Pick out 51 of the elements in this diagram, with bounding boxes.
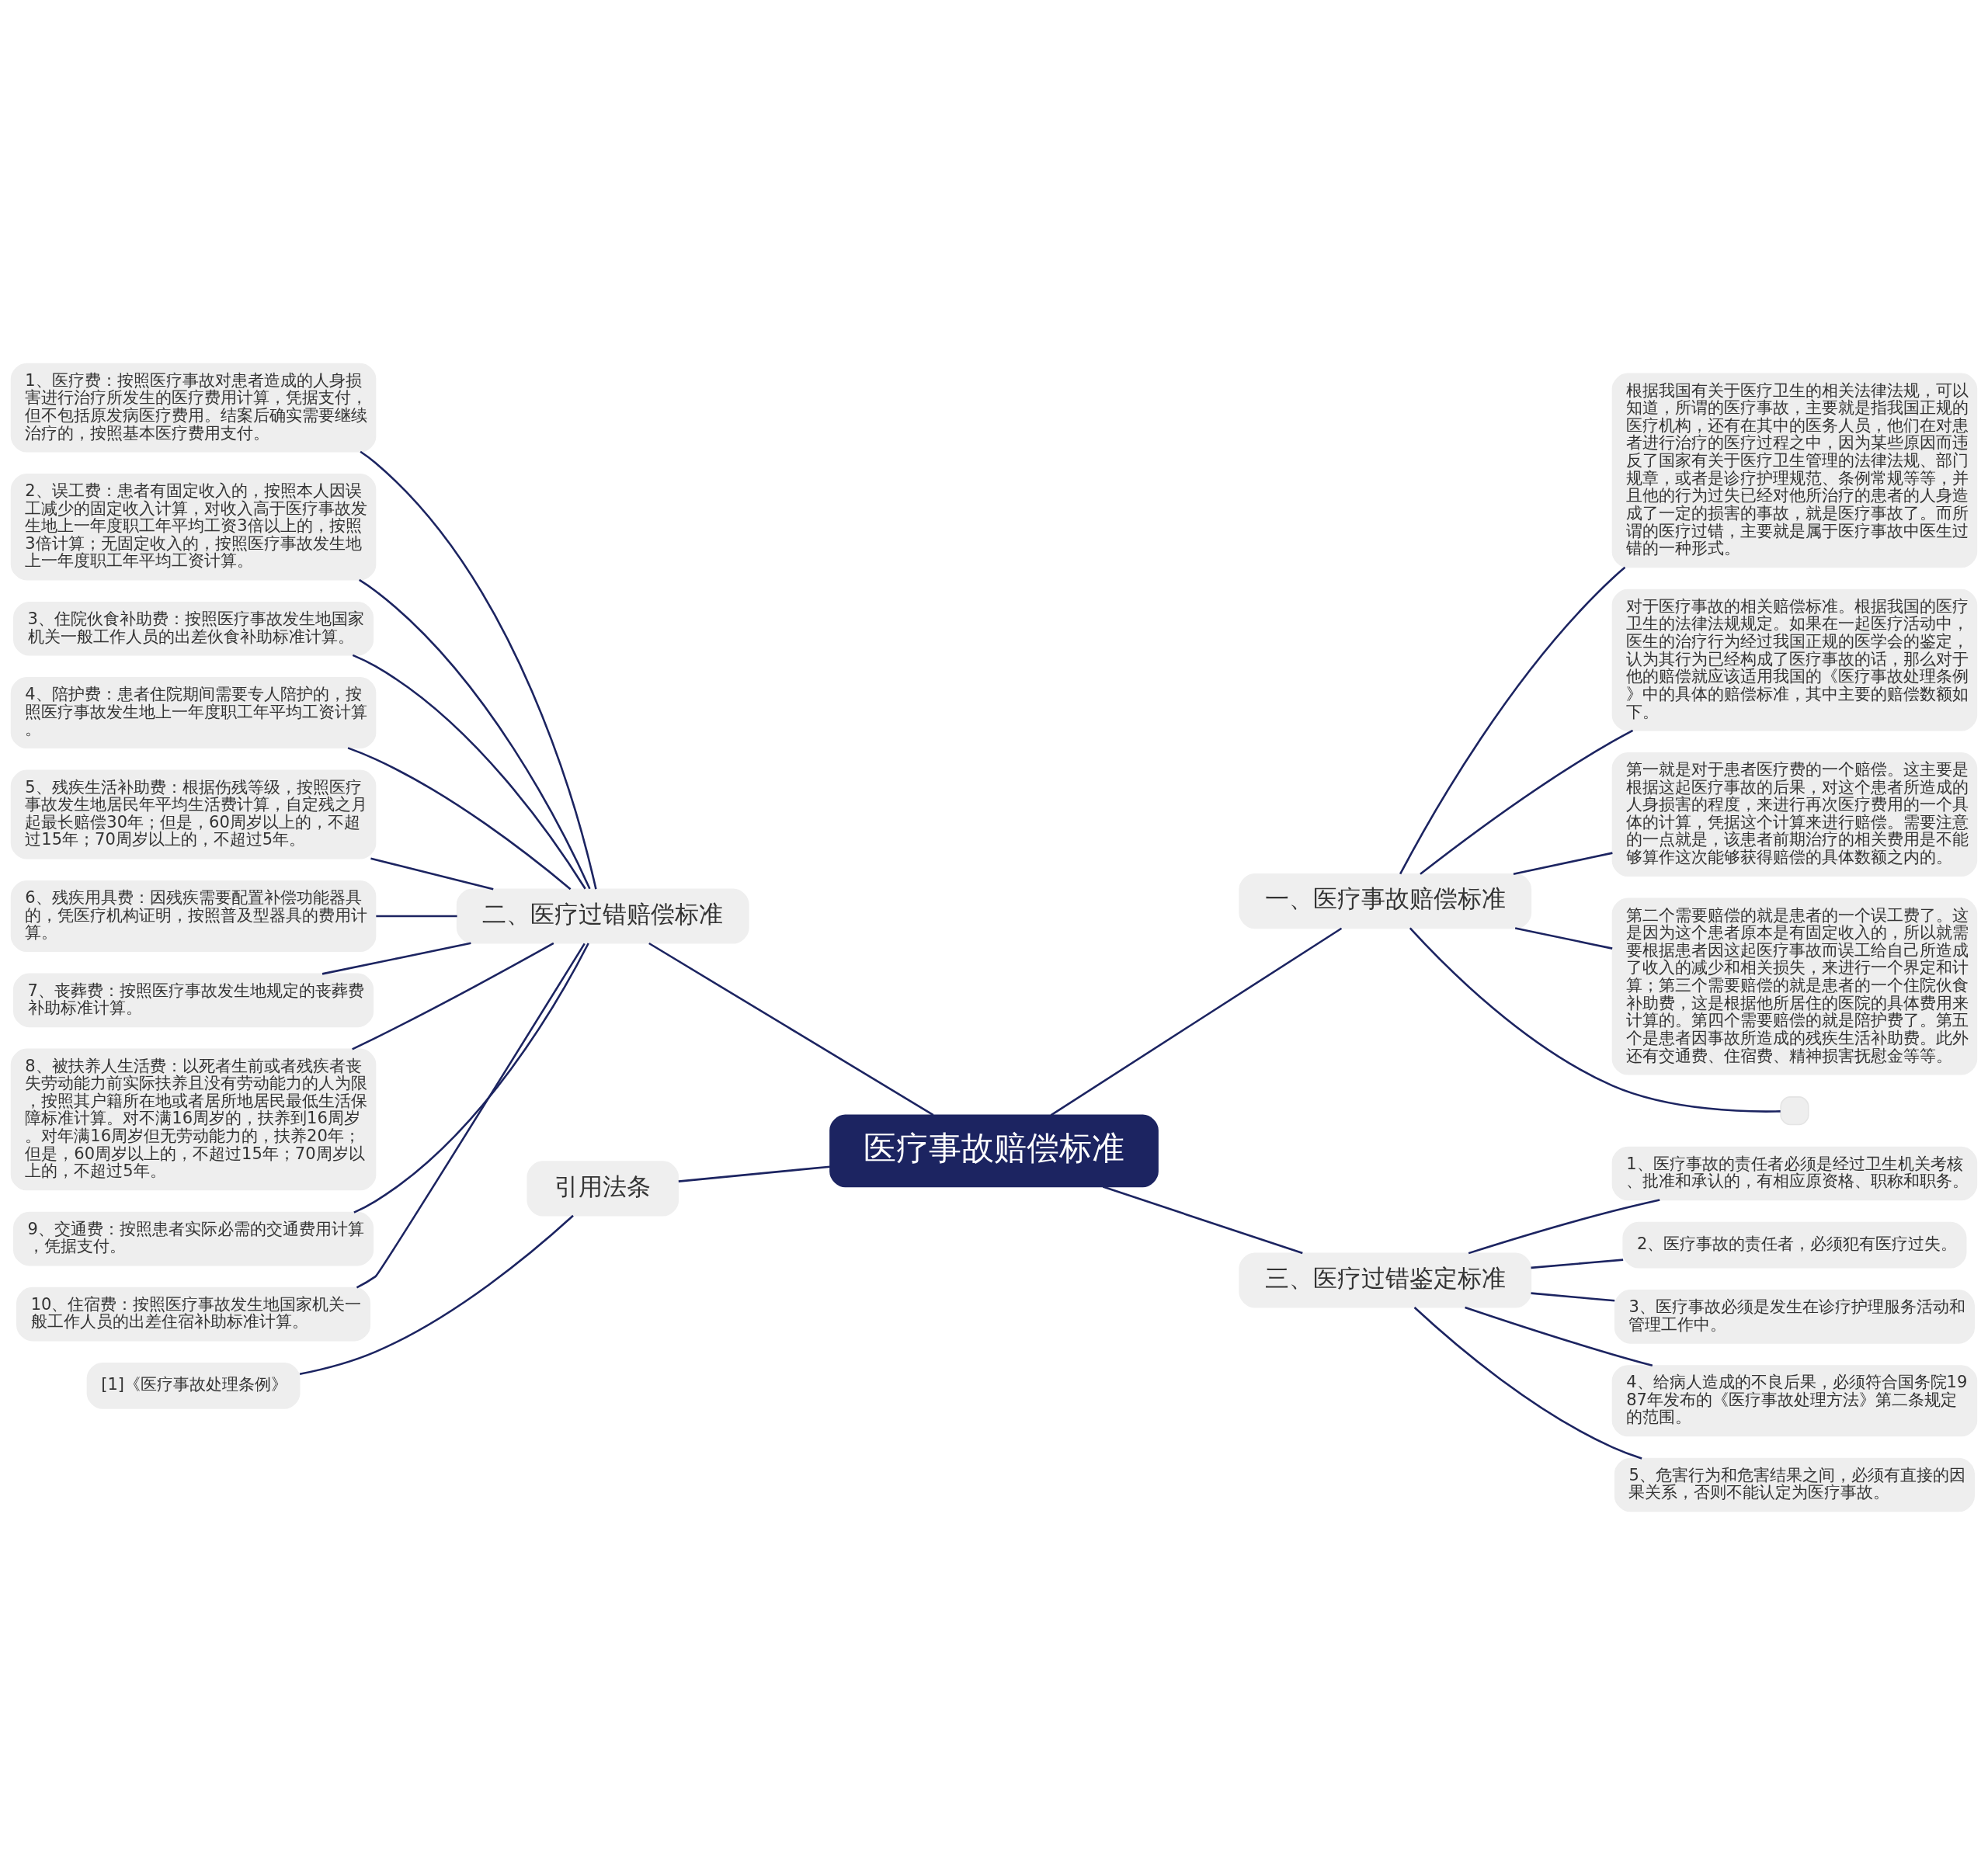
- node-box: 第一就是对于患者医疗费的一个赔偿。这主要是根据这起医疗事故的后果，对这个患者所造成的人身损害的程度，来进行再次医疗费用的一个具体的计算，凭据这个计算来进行赔偿。需要注意的一点就是，该患者前期治疗的相关费用是不能够算作这次能够获得赔偿的具体数额之内的。: [1611, 752, 1978, 877]
- node-box: 根据我国有关于医疗卫生的相关法律法规，可以知道，所谓的医疗事故，主要就是指我国正规的医疗机构，还有在其中的医务人员，他们在对患者进行治疗的医疗过程之中，因为某些原因而违反了国家有关于医疗卫生管理的法律法规、部门规章，或者是诊疗护理规范、条例常规等等，并且他的行为过失已经对他所治疗的患者的人身造成了一定的损害的事故，就是医疗事故了。而所谓的医疗过错，主要就是属于医疗事故中医生过错的一种形式。: [1611, 373, 1978, 568]
- node-box: 10、住宿费：按照医疗事故发生地国家机关一般工作人员的出差住宿补助标准计算。: [16, 1286, 371, 1342]
- node-box: 7、丧葬费：按照医疗事故发生地规定的丧葬费补助标准计算。: [13, 973, 374, 1028]
- connector: [1399, 566, 1626, 875]
- node-box: 医疗事故赔偿标准: [829, 1114, 1159, 1188]
- node-box: 2、误工费：患者有固定收入的，按照本人因误工减少的固定收入计算，对收入高于医疗事故发生地上一年度职工年平均工资3倍以上的，按照3倍计算；无固定收入的，按照医疗事故发生地上一年度职工年平均工资计算。: [10, 473, 377, 581]
- node-box: 1、医疗事故的责任者必须是经过卫生机关考核、批准和承认的，有相应原资格、职称和职务。: [1611, 1146, 1978, 1201]
- connector: [1413, 1307, 1642, 1460]
- connector: [1409, 927, 1781, 1113]
- connector: [370, 857, 494, 891]
- connector: [359, 578, 591, 890]
- node-box: 二、医疗过错赔偿标准: [456, 888, 749, 944]
- node-box: 三、医疗过错鉴定标准: [1239, 1252, 1532, 1308]
- connector: [648, 942, 934, 1116]
- connector: [360, 450, 597, 890]
- node-box: [1]《医疗事故处理条例》: [86, 1362, 301, 1409]
- connector: [1468, 1199, 1660, 1255]
- connector: [1420, 729, 1634, 875]
- node-box: 5、危害行为和危害结果之间，必须有直接的因果关系，否则不能认定为医疗事故。: [1614, 1457, 1975, 1512]
- connector: [356, 943, 586, 1289]
- connector: [678, 1165, 830, 1182]
- node-box: 1、医疗费：按照医疗事故对患者造成的人身损害进行治疗所发生的医疗费用计算，凭据支付，但不包括原发病医疗费用。结案后确实需要继续治疗的，按照基本医疗费用支付。: [10, 363, 377, 453]
- node-box: 4、陪护费：患者住院期间需要专人陪护的，按照医疗事故发生地上一年度职工年平均工资计算。: [10, 676, 377, 749]
- node-box: 6、残疾用具费：因残疾需要配置补偿功能器具的，凭医疗机构证明，按照普及型器具的费用计算。: [10, 880, 377, 953]
- node-box: 3、住院伙食补助费：按照医疗事故发生地国家机关一般工作人员的出差伙食补助标准计算。: [13, 601, 374, 656]
- node-box: 第二个需要赔偿的就是患者的一个误工费了。这是因为这个患者原本是有固定收入的，所以就需要根据患者因这起医疗事故而误工给自己所造成了收入的减少和相关损失，来进行一个界定和计算；第三个需要赔偿的就是患者的一个住院伙食补助费，这是根据他所居住的医院的具体费用来计算的。第四个需要赔偿的就是陪护费了。第五个是患者因事故所造成的残疾生活补助费。此外还有交通费、住宿费、精神损害抚慰金等等。: [1611, 898, 1978, 1075]
- connector: [376, 915, 457, 918]
- connector: [1050, 927, 1343, 1116]
- connector: [347, 747, 572, 891]
- connector: [1531, 1259, 1624, 1269]
- node-box: 一、医疗事故赔偿标准: [1239, 873, 1532, 929]
- node-box: 3、医疗事故必须是发生在诊疗护理服务活动和管理工作中。: [1614, 1290, 1975, 1344]
- node-box: 8、被扶养人生活费：以死者生前或者残疾者丧失劳动能力前实际扶养且没有劳动能力的人为限，按照其户籍所在地或者居所地居民最低生活保障标准计算。对不满16周岁的，扶养到16周岁。对年满16周岁但无劳动能力的，扶养20年；但是，60周岁以上的，不超过15年；70周岁以上的，不超过5年。: [10, 1048, 377, 1191]
- connector: [1513, 852, 1613, 875]
- node-box: 2、医疗事故的责任者，必须犯有医疗过失。: [1622, 1221, 1967, 1269]
- node-box: 4、给病人造成的不良后果，必须符合国务院1987年发布的《医疗事故处理方法》第二条规定的范围。: [1611, 1365, 1978, 1437]
- connector: [1465, 1306, 1653, 1367]
- connector: [352, 942, 554, 1050]
- node-box: [1780, 1096, 1809, 1126]
- connector: [1102, 1186, 1303, 1255]
- node-box: 9、交通费：按照患者实际必需的交通费用计算，凭据支付。: [13, 1211, 374, 1266]
- connector: [299, 1214, 574, 1376]
- connector: [321, 942, 471, 975]
- connector: [353, 943, 589, 1214]
- connector: [352, 654, 586, 890]
- node-box: 5、残疾生活补助费：根据伤残等级，按照医疗事故发生地居民年平均生活费计算，自定残之月起最长赔偿30年；但是，60周岁以上的，不超过15年；70周岁以上的，不超过5年。: [10, 769, 377, 859]
- node-box: 引用法条: [527, 1161, 679, 1217]
- connector: [1531, 1292, 1615, 1302]
- node-box: 对于医疗事故的相关赔偿标准。根据我国的医疗卫生的法律法规规定。如果在一起医疗活动中，医生的治疗行为经过我国正规的医学会的鉴定，认为其行为已经构成了医疗事故的话，那么对于他的赔偿就应该适用我国的《医疗事故处理条例》中的具体的赔偿标准，其中主要的赔偿数额如下。: [1611, 589, 1978, 731]
- connector: [1514, 927, 1613, 950]
